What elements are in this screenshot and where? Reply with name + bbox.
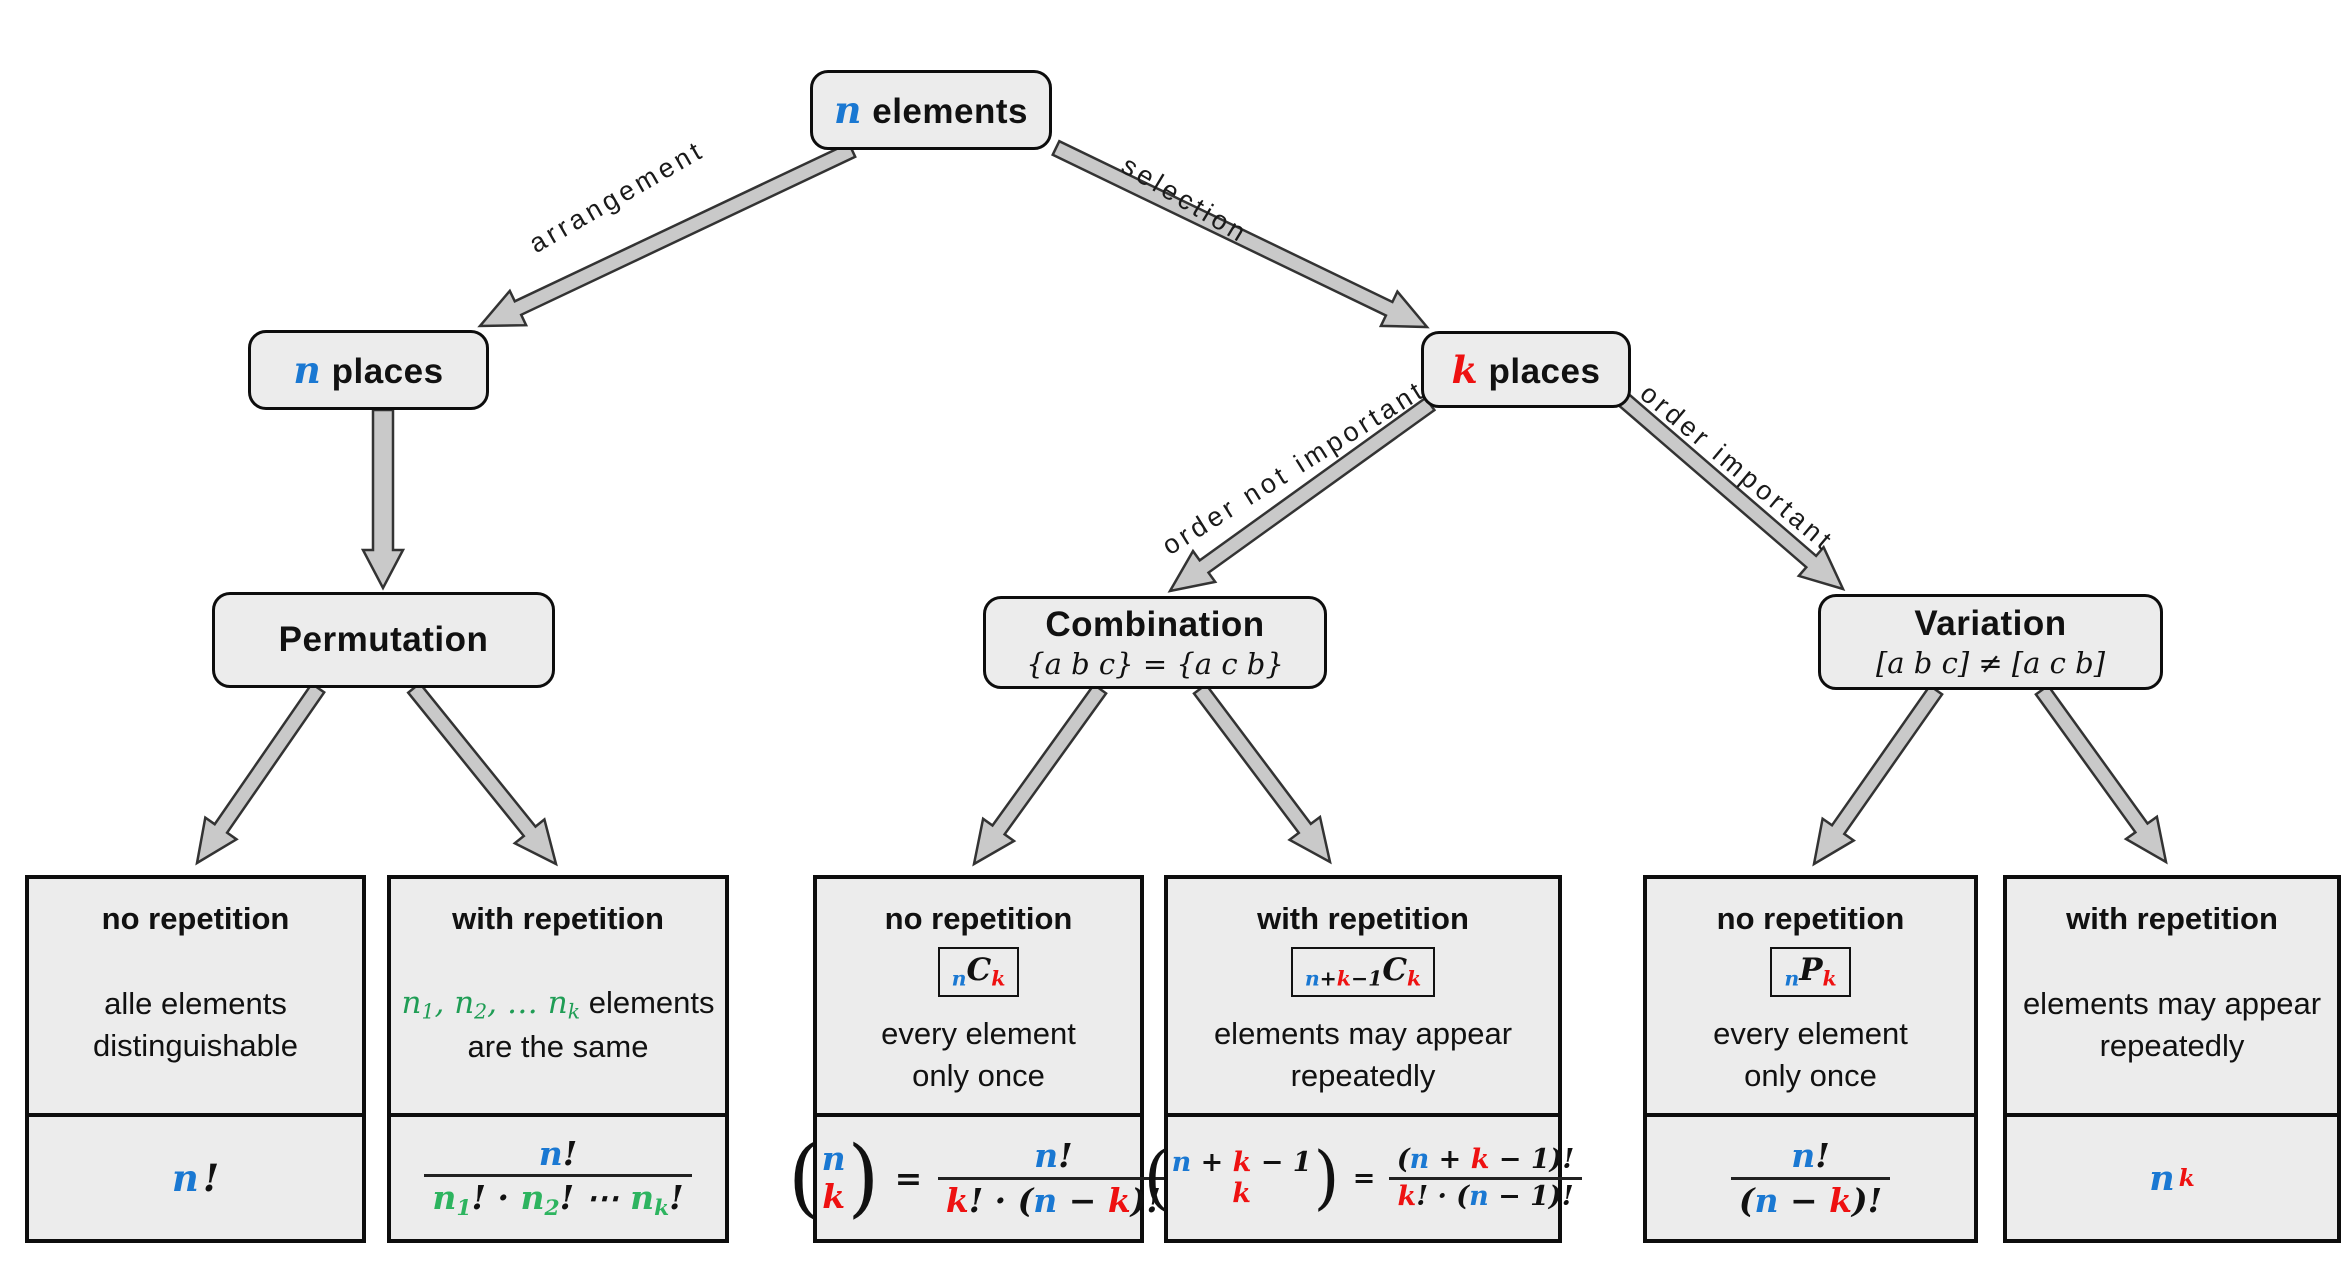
node-title: Permutation xyxy=(278,620,489,659)
formula-symbol-badge: n+k−1Ck xyxy=(1290,947,1436,998)
arrow-k-places-to-variation xyxy=(1617,392,1846,591)
leaf-description: n1, n2, … nk elements are the same xyxy=(401,937,714,1113)
formula-symbol-badge: nPk xyxy=(1770,947,1851,998)
description-line: only once xyxy=(912,1058,1045,1094)
arrow-k-places-to-combination xyxy=(1167,396,1437,593)
leaf-formula: n! xyxy=(29,1113,362,1239)
formula-symbol-badge: nCk xyxy=(937,947,1020,998)
leaf-combination-no-repetition: no repetition nCk every element only onc… xyxy=(788,875,1169,1243)
node-combination: Combination {a b c} = {a c b} xyxy=(983,596,1327,689)
arrow-combination-to-with-rep xyxy=(1192,682,1332,865)
leaf-description: every element only once xyxy=(881,997,1076,1113)
node-title: Variation xyxy=(1914,604,2067,643)
description-line: elements may appear xyxy=(2022,986,2322,1022)
arrow-variation-to-with-rep xyxy=(2034,683,2168,865)
node-n-elements: n elements xyxy=(810,70,1052,150)
arrow-n-places-to-permutation xyxy=(360,408,406,591)
arrow-variation-to-no-rep xyxy=(1812,683,1944,867)
description-line: only once xyxy=(1744,1058,1877,1094)
arrow-combination-to-no-rep xyxy=(972,682,1108,867)
arrow-permutation-to-no-rep xyxy=(195,681,326,866)
leaf-description: alle elements distinguishable xyxy=(93,937,298,1113)
leaf-title: no repetition xyxy=(1716,901,1905,936)
arrow-arrangement xyxy=(477,141,857,328)
leaf-permutation-with-repetition: with repetition n1, n2, … nk elements ar… xyxy=(387,875,729,1243)
node-variation: Variation [a b c] ≠ [a c b] xyxy=(1818,594,2163,690)
leaf-description: elements may appear repeatedly xyxy=(1214,997,1512,1113)
node-subtitle-tuple-inequality: [a b c] ≠ [a c b] xyxy=(1875,646,2106,680)
description-line: alle elements xyxy=(104,986,287,1022)
description-line: every element xyxy=(881,1016,1076,1052)
leaf-title: no repetition xyxy=(884,901,1073,936)
description-line: elements may appear xyxy=(1213,1016,1513,1052)
leaf-variation-no-repetition: no repetition nPk every element only onc… xyxy=(1643,875,1978,1243)
description-line: distinguishable xyxy=(92,1028,299,1063)
leaf-title: with repetition xyxy=(452,901,664,936)
description-line: n1, n2, … nk elements xyxy=(401,984,715,1024)
leaf-formula: n!n1! · n2! ⋯ nk! xyxy=(391,1113,725,1239)
node-title: Combination xyxy=(1045,604,1265,644)
arrow-permutation-to-with-rep xyxy=(406,681,558,867)
description-line: every element xyxy=(1713,1016,1908,1052)
node-n-places: n places xyxy=(248,330,489,410)
node-k-places: k places xyxy=(1421,331,1631,408)
leaf-description: elements may appear repeatedly xyxy=(2023,937,2321,1113)
leaf-description: every element only once xyxy=(1713,997,1908,1113)
node-subtitle-set-equality: {a b c} = {a c b} xyxy=(1026,646,1284,681)
leaf-permutation-no-repetition: no repetition alle elements distinguisha… xyxy=(25,875,366,1243)
leaf-title: with repetition xyxy=(2066,901,2278,936)
node-permutation: Permutation xyxy=(212,592,555,688)
node-title: k places xyxy=(1451,347,1601,392)
description-line: repeatedly xyxy=(1290,1058,1436,1094)
leaf-title: no repetition xyxy=(101,901,290,936)
description-line: are the same xyxy=(467,1029,649,1065)
node-title: n places xyxy=(293,348,444,392)
leaf-title: with repetition xyxy=(1257,901,1469,936)
leaf-combination-with-repetition: with repetition n+k−1Ck elements may app… xyxy=(1144,875,1583,1243)
node-title: n elements xyxy=(834,88,1028,132)
description-line: repeatedly xyxy=(2099,1028,2245,1063)
leaf-formula: n!(n − k)! xyxy=(1647,1113,1974,1239)
arrow-selection xyxy=(1051,139,1430,329)
leaf-variation-with-repetition: with repetition elements may appear repe… xyxy=(2003,875,2341,1243)
